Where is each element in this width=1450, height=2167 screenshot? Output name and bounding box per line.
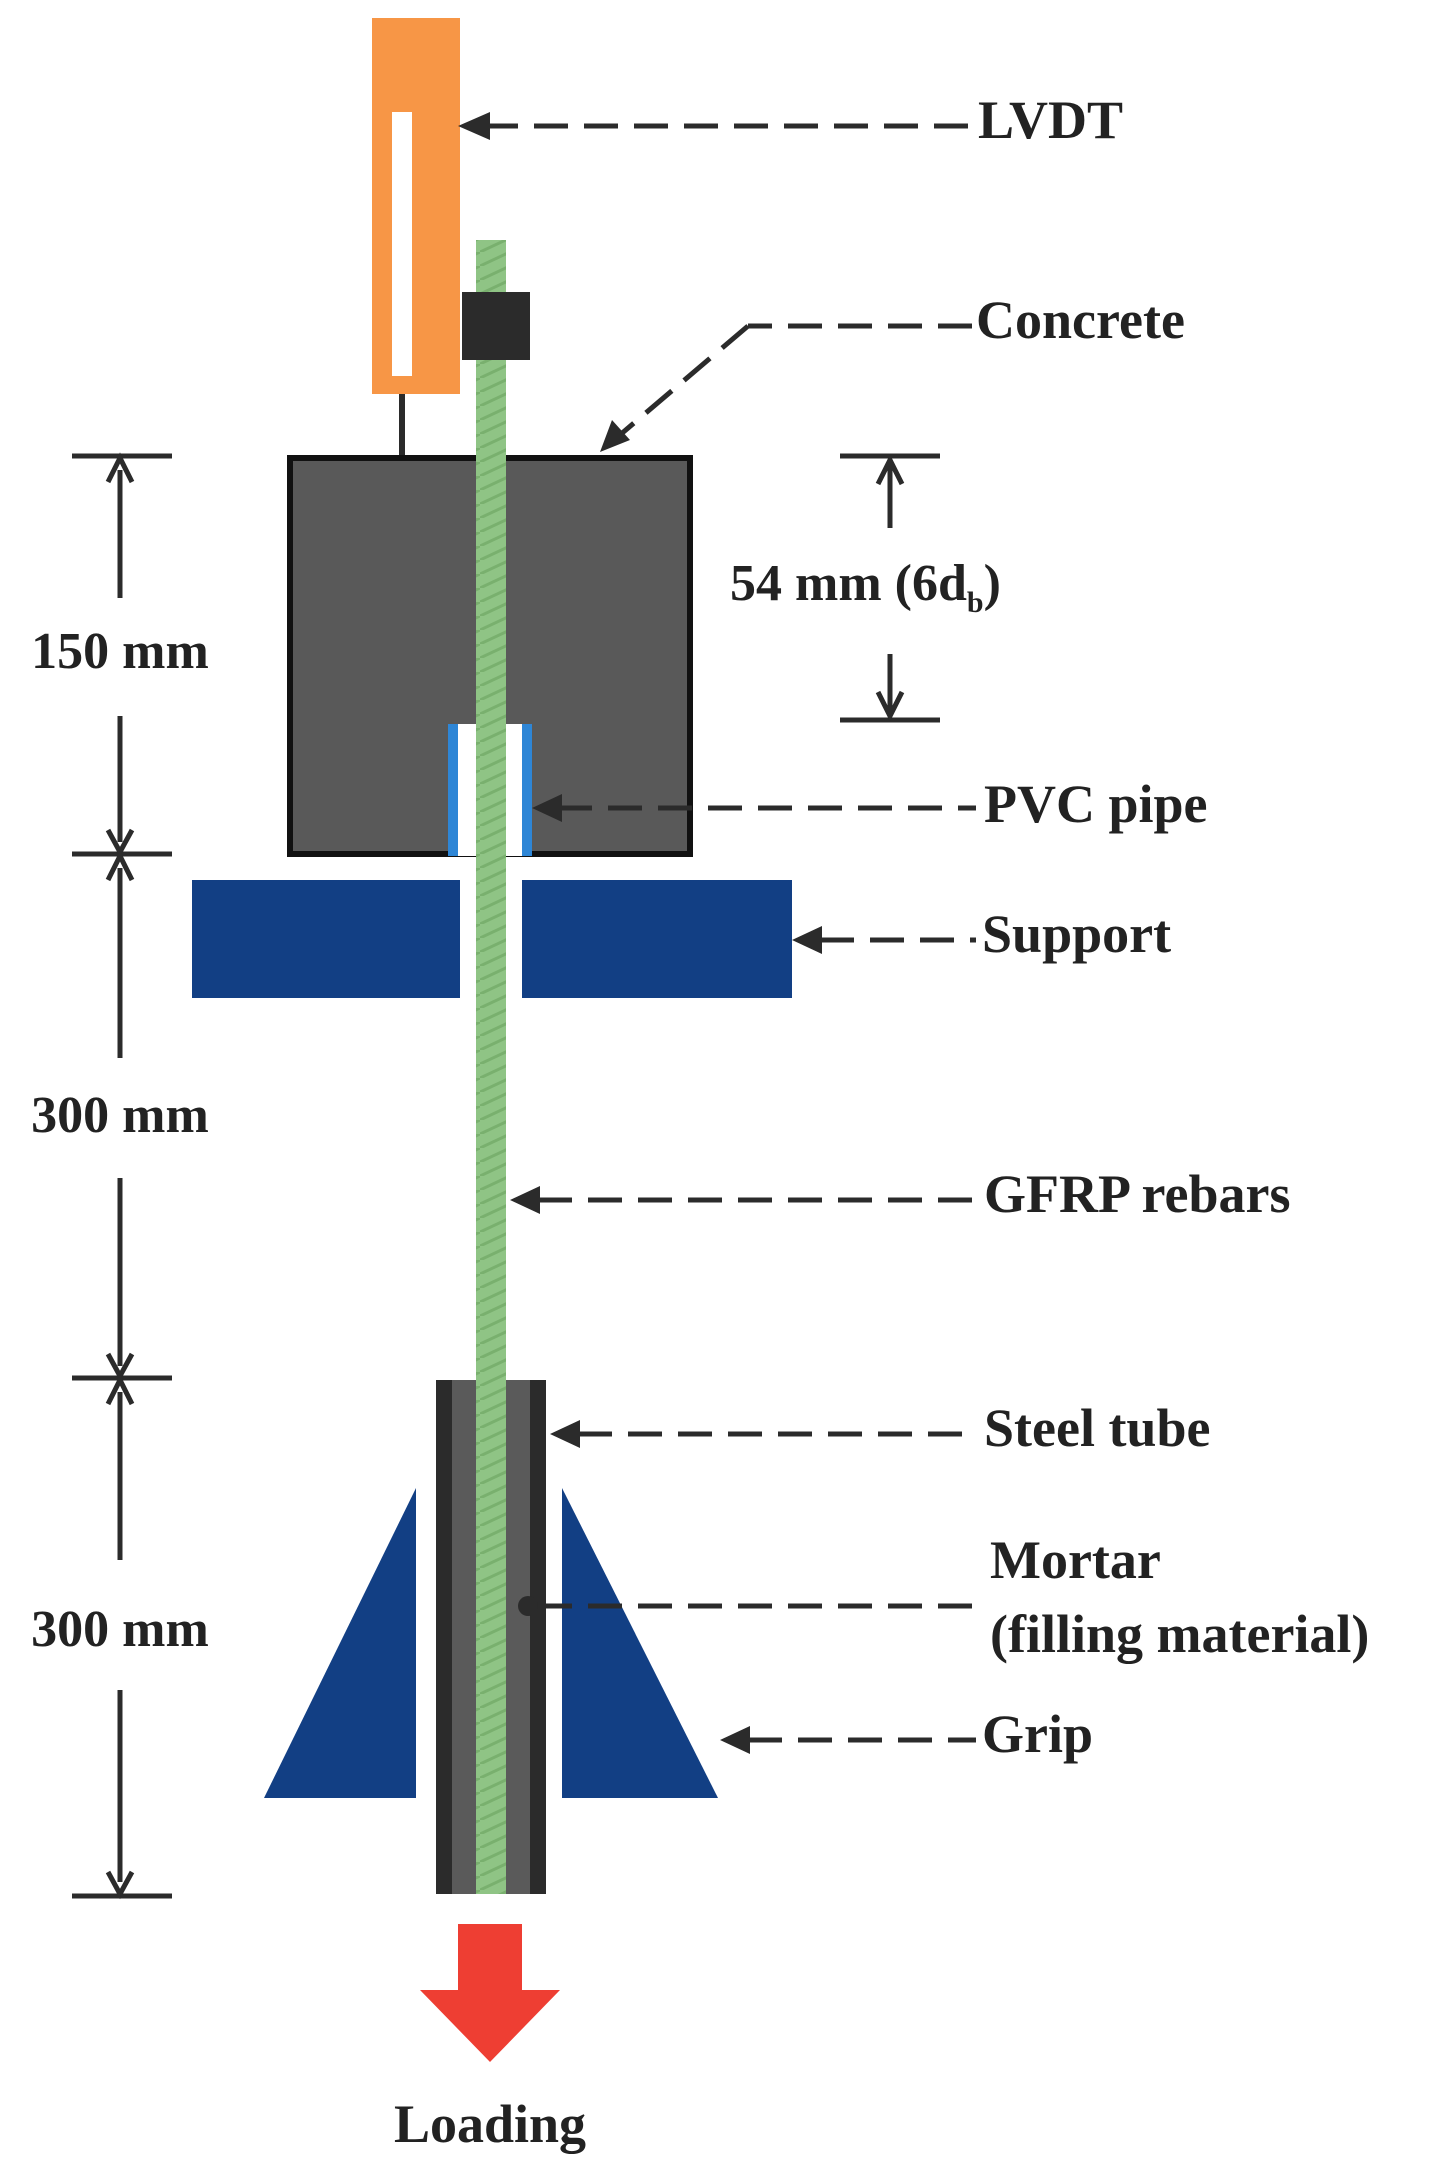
label-grip: Grip <box>982 1704 1093 1764</box>
label-support: Support <box>982 904 1171 964</box>
loading-arrow <box>420 1924 560 2062</box>
label-gfrp-rebars: GFRP rebars <box>984 1164 1290 1224</box>
lvdt-body <box>372 18 460 394</box>
pvc-pipe-wall-right <box>522 724 532 856</box>
grip-wedge-right <box>562 1488 718 1798</box>
gfrp-rebar <box>476 240 506 1894</box>
support-plate-right <box>522 880 792 998</box>
label-concrete: Concrete <box>976 290 1185 350</box>
support-plate-left <box>192 880 460 998</box>
grip-wedge-left <box>264 1488 416 1798</box>
embedment-length-label: 54 mm (6db) <box>730 555 1001 619</box>
dimension-300mm-upper: 300 mm <box>31 1087 209 1144</box>
label-mortar: Mortar <box>990 1530 1161 1590</box>
label-loading: Loading <box>394 2094 586 2154</box>
dimension-lines <box>72 452 172 1900</box>
lvdt-slot <box>392 112 412 376</box>
label-lvdt: LVDT <box>978 90 1123 150</box>
lvdt-clamp <box>462 292 530 360</box>
dimension-150mm: 150 mm <box>31 623 209 680</box>
dimension-300mm-lower: 300 mm <box>31 1601 209 1658</box>
pvc-pipe-wall-left <box>448 724 458 856</box>
embedment-dimension <box>840 453 940 723</box>
label-pvc-pipe: PVC pipe <box>984 774 1208 834</box>
label-steel-tube: Steel tube <box>984 1398 1210 1458</box>
label-filling-material: (filling material) <box>990 1604 1369 1664</box>
leader-arrowheads <box>458 112 822 1754</box>
leader-lines <box>484 123 976 1743</box>
